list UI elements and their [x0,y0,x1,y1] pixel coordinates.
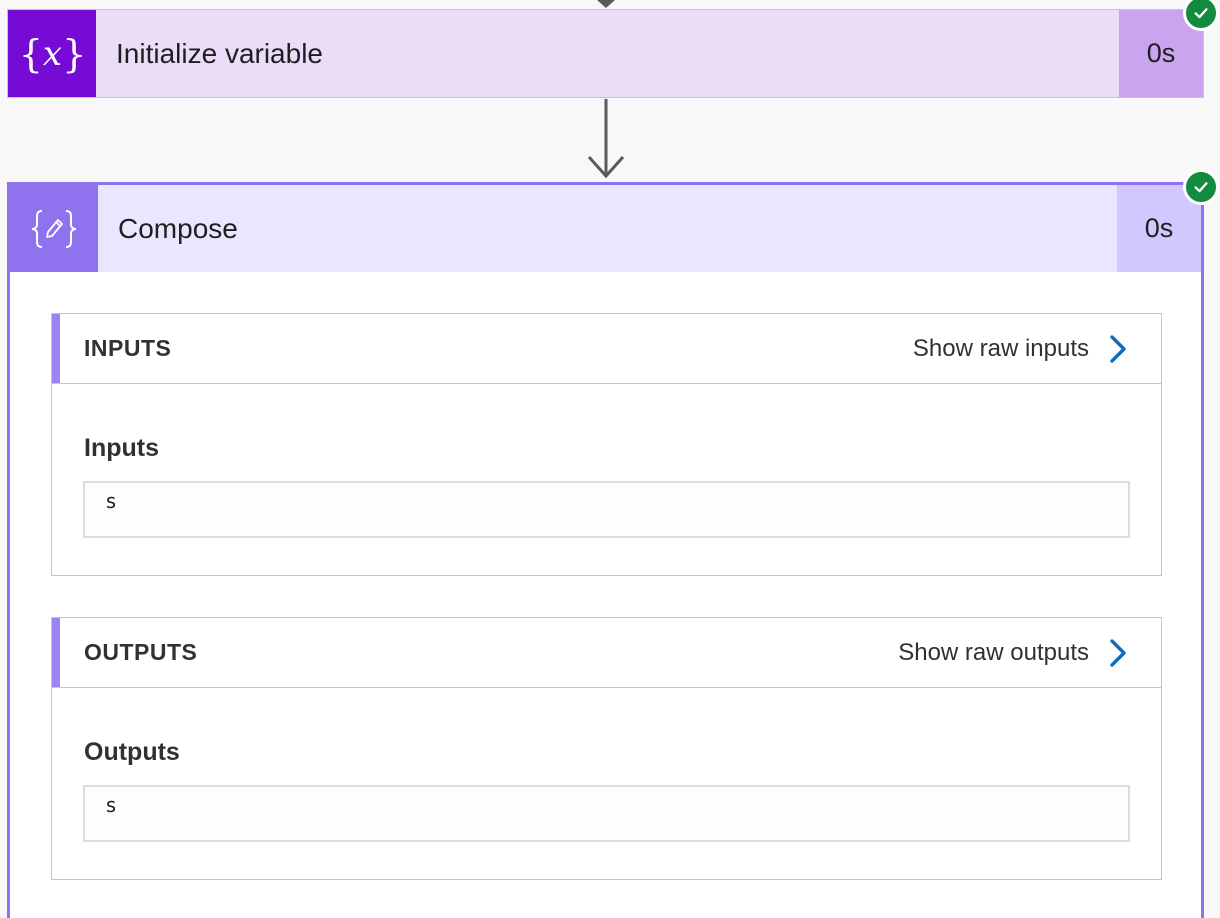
compose-card: Compose 0s INPUTS Show raw inputs Inputs… [7,182,1204,918]
show-raw-outputs-label: Show raw outputs [898,638,1089,666]
connector-arrow-icon [587,99,625,179]
show-raw-inputs-label: Show raw inputs [912,334,1089,362]
show-raw-inputs-link[interactable]: Show raw inputs [913,334,1161,364]
chevron-right-icon [1110,334,1126,363]
outputs-section-label: OUTPUTS [84,639,198,665]
outputs-section-header: OUTPUTS Show raw outputs [52,618,1161,688]
inputs-section-body: Inputs s [52,384,1161,575]
initialize-variable-card[interactable]: {x} Initialize variable 0s [7,9,1204,98]
inputs-value-box[interactable]: s [83,481,1130,538]
success-check-icon [1183,169,1219,205]
inputs-section-label: INPUTS [84,335,172,361]
success-check-icon [1183,0,1219,31]
outputs-value-box[interactable]: s [83,785,1130,842]
outputs-value: s [105,793,118,817]
compose-duration: 0s [1117,185,1201,272]
outputs-field-label: Outputs [84,738,180,766]
inputs-section-header: INPUTS Show raw inputs [52,314,1161,384]
outputs-section: OUTPUTS Show raw outputs Outputs s [51,617,1162,880]
inputs-section: INPUTS Show raw inputs Inputs s [51,313,1162,576]
chevron-right-icon [1110,638,1126,667]
inputs-value: s [105,489,118,513]
show-raw-outputs-link[interactable]: Show raw outputs [898,638,1161,668]
inputs-field-label: Inputs [84,434,159,462]
initialize-variable-title: Initialize variable [116,37,323,69]
variable-braces-icon: {x} [8,10,96,97]
compose-header[interactable]: Compose 0s [10,185,1201,272]
compose-braces-pencil-icon [10,185,98,272]
compose-title: Compose [118,212,238,244]
outputs-section-body: Outputs s [52,688,1161,879]
incoming-arrow-icon [597,0,615,8]
